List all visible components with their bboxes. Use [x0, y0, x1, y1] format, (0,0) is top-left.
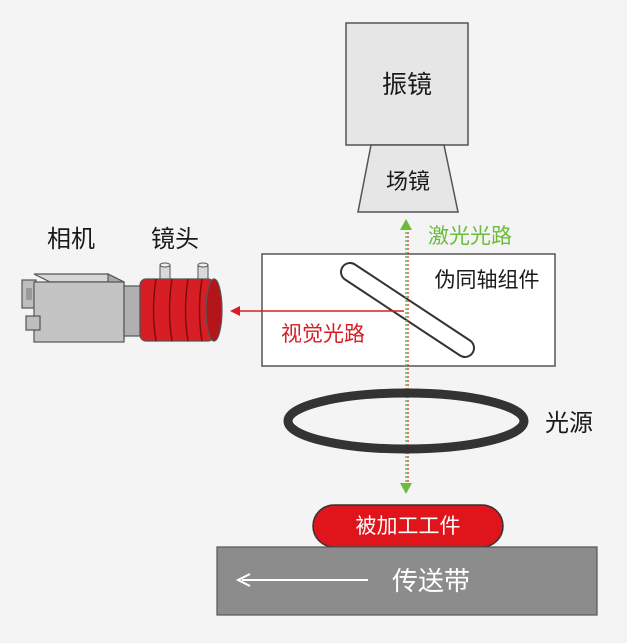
- laser-down-arrowhead: [400, 483, 412, 494]
- coaxial-assembly-label: 伪同轴组件: [435, 268, 540, 292]
- laser-up-arrowhead: [400, 219, 412, 230]
- conveyor-belt: 传送带: [216, 546, 598, 616]
- laser-path-label: 激光光路: [428, 224, 512, 248]
- galvo-label: 振镜: [382, 70, 432, 99]
- vision-path-label: 视觉光路: [281, 322, 365, 346]
- ring-light-source: 光源: [283, 388, 593, 454]
- workpiece-label: 被加工工件: [356, 514, 461, 538]
- field-lens: 场镜: [357, 144, 459, 213]
- camera-label: 相机: [47, 225, 95, 253]
- field-lens-label: 场镜: [386, 170, 430, 195]
- light-source-label: 光源: [545, 409, 593, 437]
- workpiece: 被加工工件: [312, 504, 504, 548]
- lens-label: 镜头: [151, 225, 199, 253]
- galvo-scanner: 振镜: [345, 22, 469, 146]
- conveyor-direction-arrowhead: [235, 573, 251, 587]
- conveyor-label: 传送带: [392, 567, 470, 597]
- camera-lens: 镜头: [139, 225, 223, 342]
- camera: 相机: [21, 225, 141, 343]
- vertical-optical-axis: [400, 219, 412, 494]
